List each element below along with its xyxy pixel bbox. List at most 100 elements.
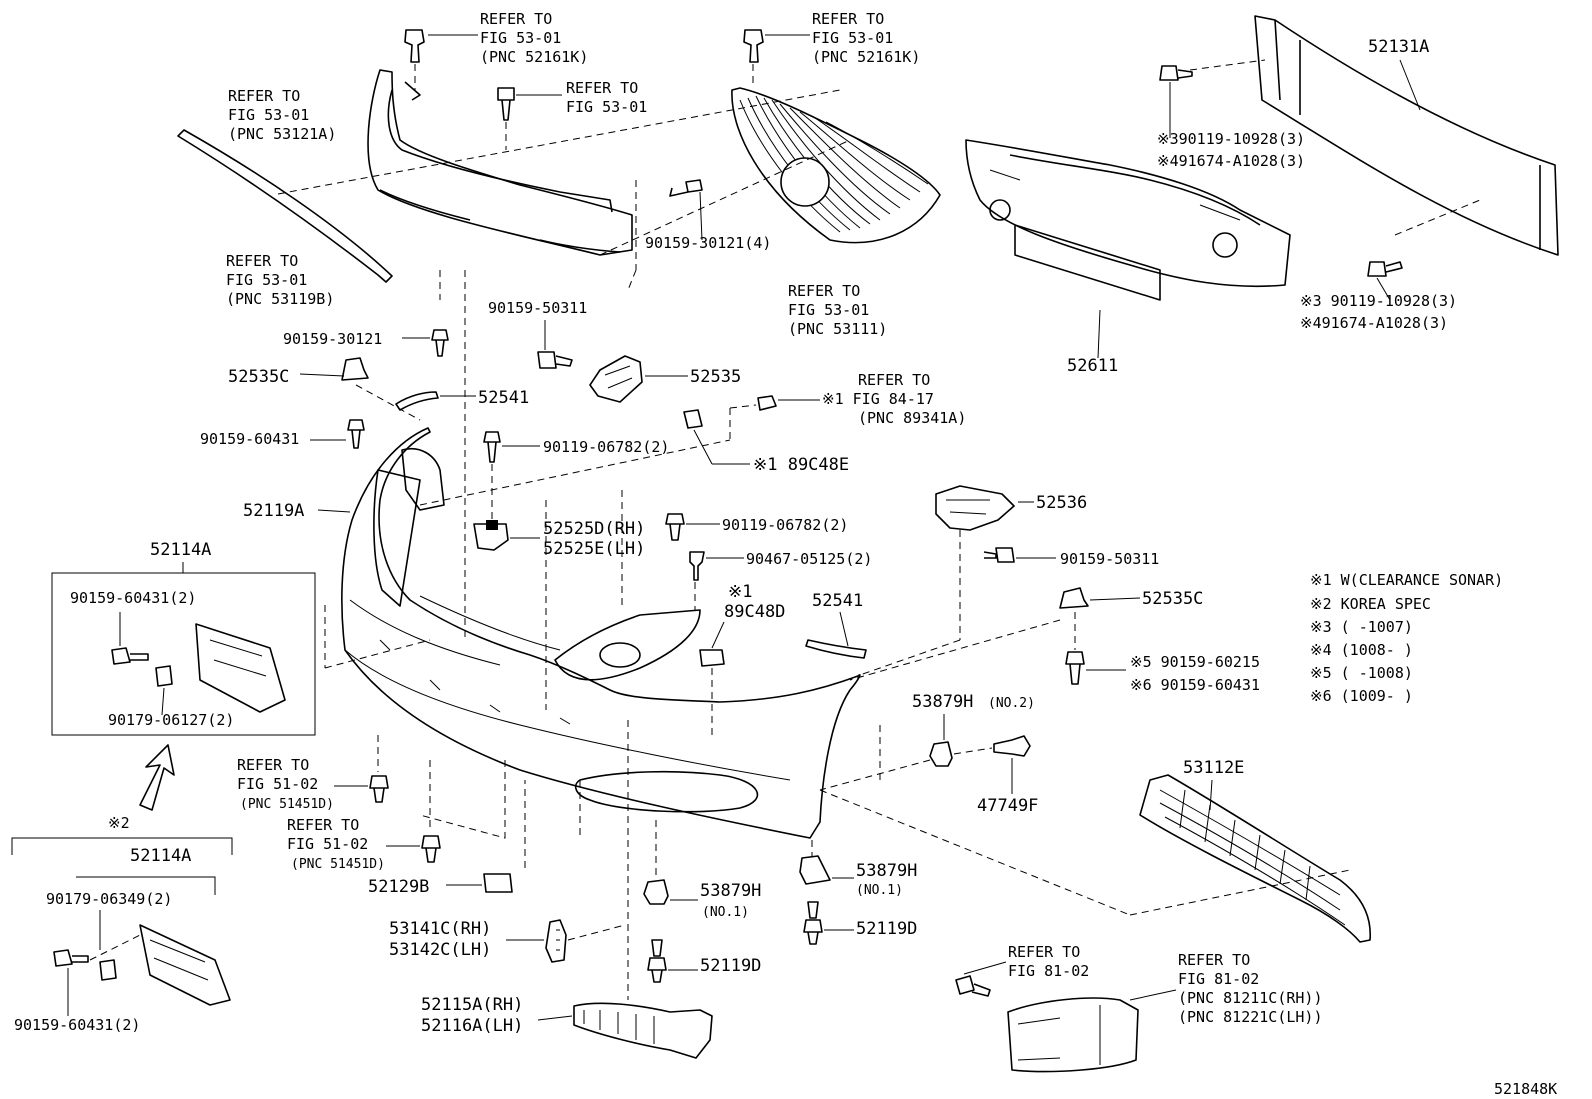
label-pn-90159-50311-right: 90159-50311: [1060, 550, 1159, 568]
label-pn-89c48d-2: 89C48D: [724, 602, 785, 622]
label-ref-53119b-1: REFER TO: [226, 252, 298, 270]
label-pn-90159-50311-top: 90159-50311: [488, 299, 587, 317]
label-pn-53112e: 53112E: [1183, 758, 1244, 778]
label-note-4: ※4 (1008- ): [1310, 641, 1413, 659]
bezel-89c48d: [699, 621, 725, 740]
bolt-90119-10928-top: [1159, 65, 1193, 138]
label-ref-53121a-3: (PNC 53121A): [228, 125, 336, 143]
label-ref-81211c-4: (PNC 81221C(LH)): [1178, 1008, 1323, 1026]
label-ref-53121a-2: FIG 53-01: [228, 106, 309, 124]
label-pn-89c48d-1: ※1: [728, 582, 752, 602]
label-ref-81211c-2: FIG 81-02: [1178, 970, 1259, 988]
bolt-90159-50311: [537, 320, 573, 369]
label-pn-90119-10928-bot: ※3 90119-10928(3): [1300, 292, 1457, 310]
label-ref-81-02-left-1: REFER TO: [1008, 943, 1080, 961]
label-ref-53119b-2: FIG 53-01: [226, 271, 307, 289]
label-ref-51451d-2-a: REFER TO: [287, 816, 359, 834]
retainer-52115a: [537, 1002, 713, 1059]
label-pn-90159-60431-right: ※6 90159-60431: [1130, 676, 1260, 694]
label-ref-89341a-3: (PNC 89341A): [858, 409, 966, 427]
label-pn-53879h-no1: 53879H: [700, 881, 761, 901]
bumper-cover-52119a: [317, 427, 861, 839]
label-pn-52525e: 52525E(LH): [543, 539, 645, 559]
label-ref-53111-3: (PNC 53111): [788, 320, 887, 338]
screw-fig5301: [497, 87, 562, 150]
bracket-52535: [589, 355, 688, 403]
label-ref-53111-2: FIG 53-01: [788, 301, 869, 319]
screw-90119-06782-right: [665, 513, 720, 541]
label-pn-53879h-no2: 53879H: [912, 692, 973, 712]
label-pn-53879h-no1-sub: (NO.1): [702, 905, 749, 920]
label-ref-51451d-1-c: (PNC 51451D): [240, 797, 334, 812]
lower-grille-53112e: [1139, 774, 1371, 943]
clip-52535c-top: [299, 357, 421, 421]
label-pn-52535: 52535: [690, 367, 741, 387]
label-pn-52611: 52611: [1067, 356, 1118, 376]
screw-90159-60431-mid: [310, 419, 365, 449]
bolt-90159-50311-right: [983, 547, 1056, 563]
label-note-2: ※2 KOREA SPEC: [1310, 595, 1431, 613]
label-ref-53119b-3: (PNC 53119B): [226, 290, 334, 308]
label-pn-90119-06782-left: 90119-06782(2): [543, 438, 669, 456]
screw-90159-30121-4: [627, 179, 703, 291]
clip-90467-05125: [689, 551, 744, 610]
label-pn-53879h-no2-sub: (NO.2): [988, 696, 1035, 711]
label-ref-89341a-1: REFER TO: [858, 371, 930, 389]
label-pn-53879h-no1-right: 53879H: [856, 861, 917, 881]
label-pn-90467-05125: 90467-05125(2): [746, 550, 872, 568]
label-figure-id: 521848K: [1494, 1080, 1557, 1098]
label-note-1: ※1 W(CLEARANCE SONAR): [1310, 571, 1503, 589]
label-pn-52536: 52536: [1036, 493, 1087, 513]
screw-51451d-1: [334, 735, 389, 803]
label-pn-53142c: 53142C(LH): [389, 940, 491, 960]
clip-52535c-right: [849, 587, 1141, 681]
label-pn-90119-06782-right: 90119-06782(2): [722, 516, 848, 534]
label-pn-52129b: 52129B: [368, 877, 429, 897]
label-pn-52119d: 52119D: [700, 956, 761, 976]
sensor-47749f: [953, 735, 1031, 794]
license-bracket-korea: [11, 837, 233, 1016]
label-pn-89c48e: ※1 89C48E: [753, 455, 849, 475]
label-pn-90159-60431-mid: 90159-60431: [200, 430, 299, 448]
label-pn-90179-06127: 90179-06127(2): [108, 711, 234, 729]
label-pn-91674-a1028-bot: ※491674-A1028(3): [1300, 314, 1448, 332]
bezel-89c48e: [683, 409, 750, 465]
bolt-90119-10928-bottom: [1367, 261, 1403, 301]
license-bracket-box-top: [51, 562, 431, 736]
label-ref-81211c-1: REFER TO: [1178, 951, 1250, 969]
retainer-53879h-no1-right: [799, 840, 854, 885]
label-pn-90119-10928-top: ※390119-10928(3): [1157, 130, 1305, 148]
label-ref-52161k-right-1: REFER TO: [812, 10, 884, 28]
label-ref-53121a-1: REFER TO: [228, 87, 300, 105]
retainer-52525d: [473, 520, 540, 551]
label-ref-fig5301-mid-1: REFER TO: [566, 79, 638, 97]
label-ref-89341a-2: ※1 FIG 84-17: [822, 390, 934, 408]
label-pn-53879h-no1-right-sub: (NO.1): [856, 883, 903, 898]
label-note-5: ※5 ( -1008): [1310, 664, 1413, 682]
label-pn-52525d: 52525D(RH): [543, 519, 645, 539]
grille-frame-53121a: [367, 69, 633, 256]
label-pn-52535c-right: 52535C: [1142, 589, 1203, 609]
label-pn-52114a-top: 52114A: [150, 540, 211, 560]
reinforcement-52131a: [1189, 15, 1559, 256]
label-pn-90159-60215: ※5 90159-60215: [1130, 653, 1260, 671]
sensor-89341a: [729, 395, 820, 440]
retainer-53879h-no1: [643, 820, 698, 905]
label-pn-52114a-bottom: 52114A: [130, 846, 191, 866]
strip-52541-top: [395, 391, 476, 411]
label-ref-fig5301-mid-2: FIG 53-01: [566, 98, 647, 116]
grille-moulding-53119b: [177, 129, 393, 283]
screw-52119d: [647, 939, 698, 983]
label-pn-52119d-right: 52119D: [856, 919, 917, 939]
label-ref-52161k-left-2: FIG 53-01: [480, 29, 561, 47]
label-pn-90159-60431-2-bottom: 90159-60431(2): [14, 1016, 140, 1034]
label-pn-90159-30121-4: 90159-30121(4): [645, 234, 771, 252]
screw-90159-60215: [1065, 651, 1126, 685]
label-pn-52541-mid: 52541: [812, 591, 863, 611]
label-ref-51451d-1-b: FIG 51-02: [237, 775, 318, 793]
arrow-up-icon: [139, 744, 175, 811]
fog-lamp-81211c: [1007, 989, 1177, 1073]
label-ref-53111-1: REFER TO: [788, 282, 860, 300]
absorber-52611: [965, 139, 1291, 359]
